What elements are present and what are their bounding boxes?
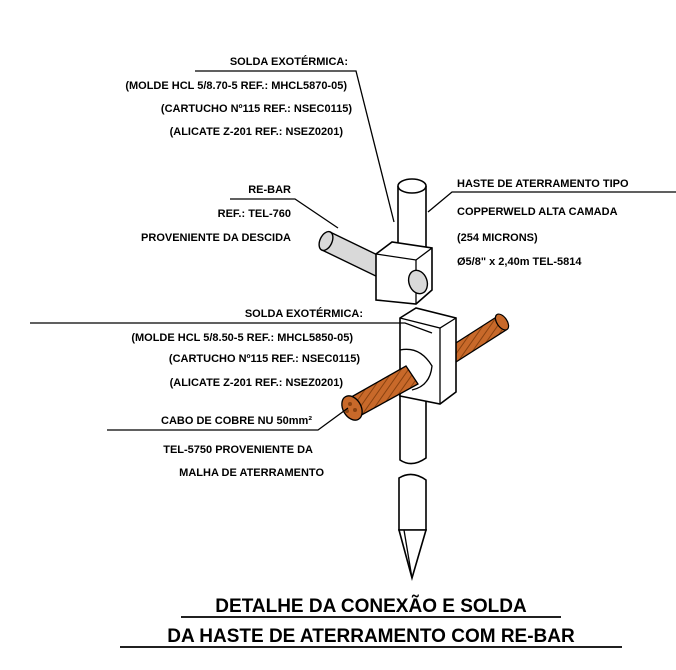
weld-top-line3: (ALICATE Z-201 REF.: NSEZ0201) [170, 126, 344, 138]
drawing-title-line2: DA HASTE DE ATERRAMENTO COM RE-BAR [167, 626, 575, 647]
rebar-line1: REF.: TEL-760 [218, 208, 291, 220]
leader-lines [30, 70, 676, 431]
copper-cable-back [447, 313, 510, 363]
cable-title: CABO DE COBRE NU 50mm² [161, 415, 312, 427]
rod-line1: HASTE DE ATERRAMENTO TIPO [457, 178, 629, 190]
rebar-title: RE-BAR [248, 184, 291, 196]
weld-bottom-line1: (MOLDE HCL 5/8.50-5 REF.: MHCL5850-05) [131, 332, 353, 344]
cable-line2: MALHA DE ATERRAMENTO [179, 467, 324, 479]
drawing-title-line1: DETALHE DA CONEXÃO E SOLDA [215, 595, 527, 617]
weld-block-top [375, 241, 433, 305]
copper-cable-front [341, 365, 419, 421]
weld-top-title: SOLDA EXOTÉRMICA: [230, 55, 348, 68]
rod-line4: Ø5/8" x 2,40m TEL-5814 [457, 256, 582, 268]
rod-line3: (254 MICRONS) [457, 232, 538, 244]
cable-line1: TEL-5750 PROVENIENTE DA [163, 444, 313, 456]
weld-bottom-line3: (ALICATE Z-201 REF.: NSEZ0201) [170, 377, 344, 389]
weld-top-line1: (MOLDE HCL 5/8.70-5 REF.: MHCL5870-05) [125, 80, 347, 92]
rod-line2: COPPERWELD ALTA CAMADA [457, 206, 618, 218]
ground-rod [397, 178, 428, 581]
weld-bottom-line2: (CARTUCHO Nº115 REF.: NSEC0115) [169, 353, 360, 365]
rebar-line2: PROVENIENTE DA DESCIDA [141, 232, 291, 244]
weld-bottom-title: SOLDA EXOTÉRMICA: [245, 307, 363, 320]
weld-top-line2: (CARTUCHO Nº115 REF.: NSEC0115) [161, 103, 352, 115]
